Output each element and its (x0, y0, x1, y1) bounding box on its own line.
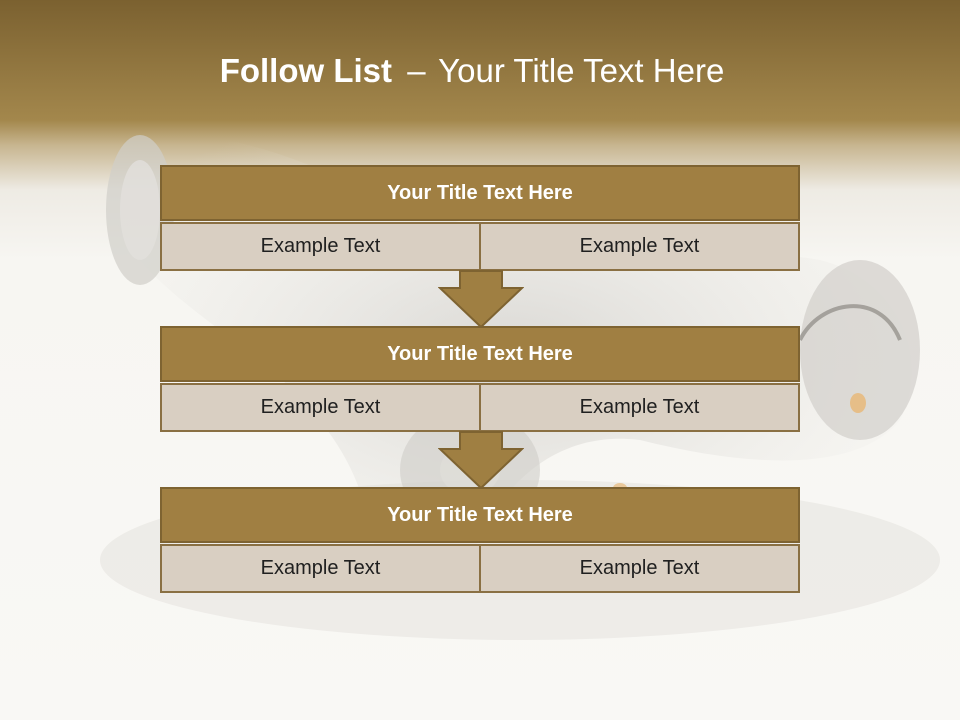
slide-header: Follow List – Your Title Text Here (0, 0, 960, 150)
follow-list-block-1: Your Title Text Here Example Text Exampl… (160, 165, 800, 271)
slide-title-bold: Follow List (219, 52, 393, 89)
follow-list-block-3: Your Title Text Here Example Text Exampl… (160, 487, 800, 593)
block-cell-right: Example Text (481, 544, 800, 593)
block-cell-left: Example Text (160, 383, 481, 432)
block-title: Your Title Text Here (160, 165, 800, 221)
block-cell-right: Example Text (481, 222, 800, 271)
block-title: Your Title Text Here (160, 326, 800, 382)
down-arrow-icon (438, 270, 524, 328)
down-arrow-icon (438, 431, 524, 489)
block-row: Example Text Example Text (160, 222, 800, 271)
block-row: Example Text Example Text (160, 544, 800, 593)
block-title: Your Title Text Here (160, 487, 800, 543)
block-cell-left: Example Text (160, 544, 481, 593)
slide-title: Follow List – Your Title Text Here (0, 52, 944, 90)
block-cell-right: Example Text (481, 383, 800, 432)
block-row: Example Text Example Text (160, 383, 800, 432)
slide-title-rest: Your Title Text Here (438, 52, 725, 89)
slide-title-dash: – (407, 52, 426, 89)
block-cell-left: Example Text (160, 222, 481, 271)
follow-list-block-2: Your Title Text Here Example Text Exampl… (160, 326, 800, 432)
